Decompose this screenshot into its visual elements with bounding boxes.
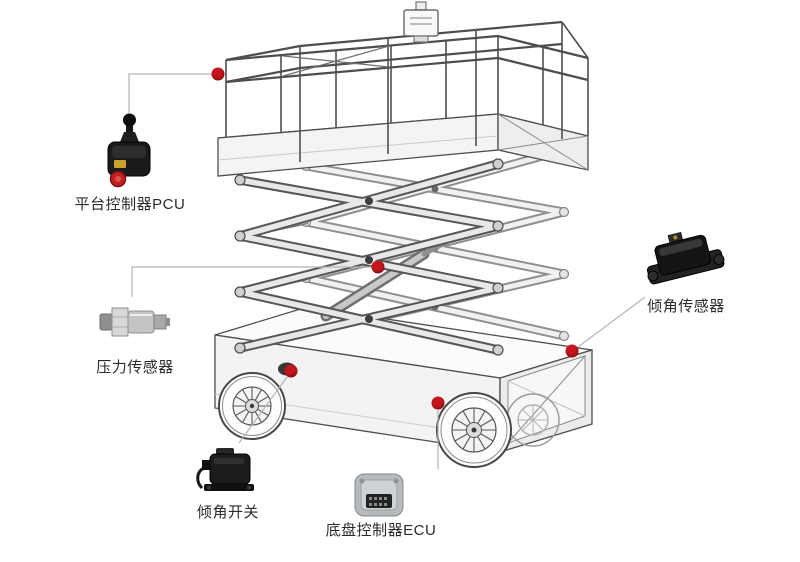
marker-pcu: [211, 67, 225, 81]
pcu-device-image: [96, 112, 162, 190]
platform-control-box: [403, 1, 439, 43]
marker-chassis-ecu: [431, 396, 445, 410]
callout-line-tilt-switch: [238, 376, 288, 444]
front-left-wheel: [218, 372, 286, 440]
tilt-sensor-device-image: [638, 222, 730, 294]
callout-label-pressure-sensor: 压力传感器: [96, 359, 174, 376]
front-right-wheel: [436, 392, 512, 468]
pressure-sensor-device-image: [98, 298, 172, 348]
callout-label-chassis-ecu: 底盘控制器ECU: [325, 522, 437, 539]
ecu-device-image: [352, 470, 406, 520]
tilt-switch-device-image: [194, 438, 264, 498]
callout-label-tilt-switch: 倾角开关: [196, 504, 260, 521]
marker-tilt-sensor: [565, 344, 579, 358]
callout-line-pressure-sensor: [131, 266, 371, 297]
callout-label-pcu: 平台控制器PCU: [74, 196, 186, 213]
scissor-arms-near: [234, 158, 504, 356]
platform-railing: [225, 20, 589, 162]
callout-line-pcu: [128, 73, 212, 113]
callout-label-tilt-sensor: 倾角传感器: [647, 298, 725, 315]
marker-pressure-sensor: [371, 260, 385, 274]
marker-tilt-switch: [284, 364, 298, 378]
callout-line-tilt-sensor: [577, 296, 646, 348]
chassis: [214, 306, 593, 453]
